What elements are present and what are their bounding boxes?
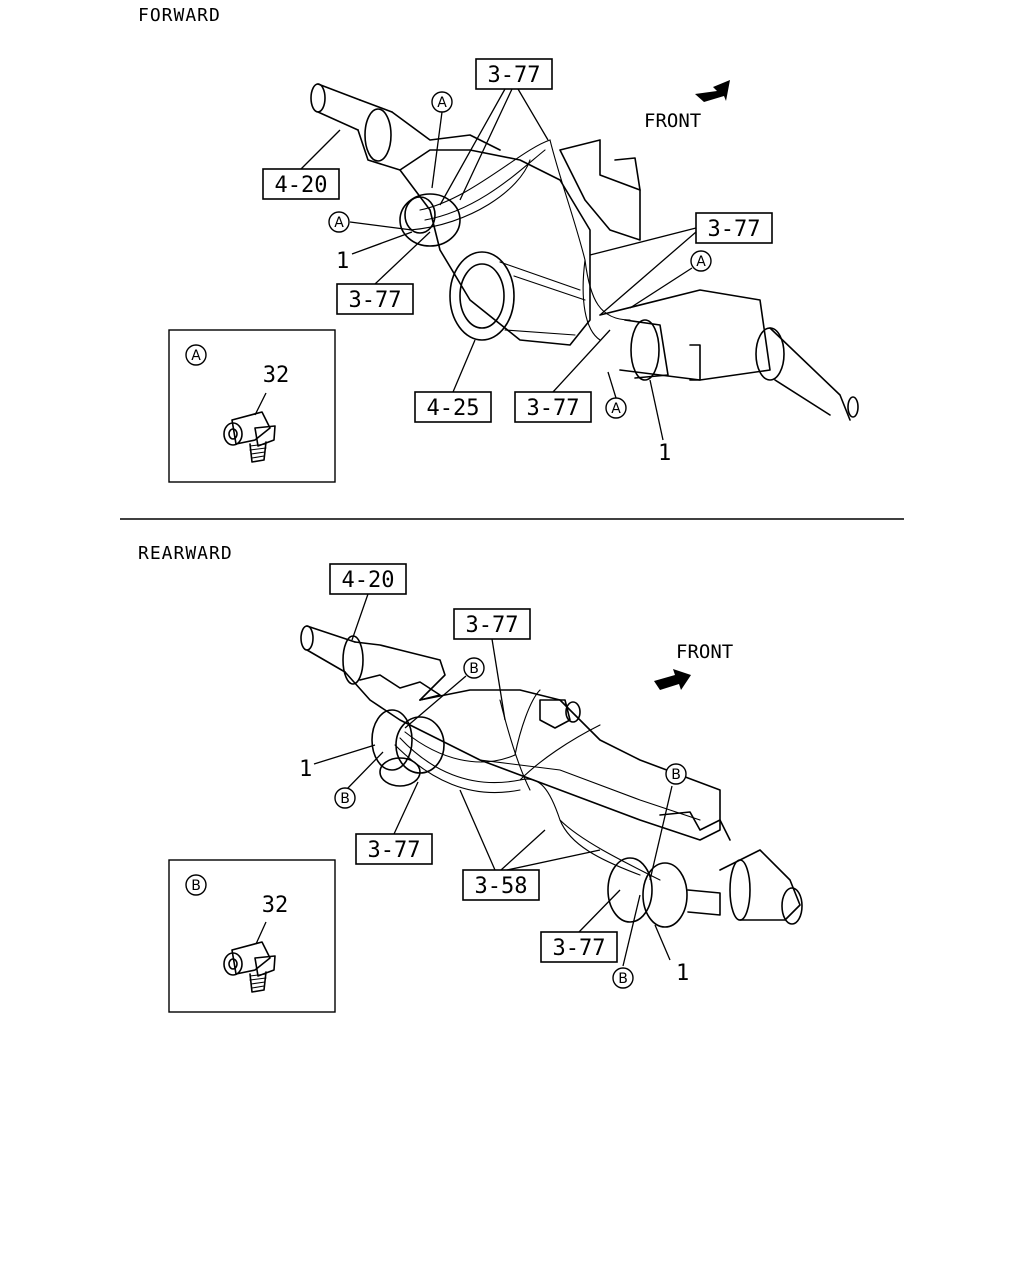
marker-a-top-2: A (328, 211, 350, 233)
callout-bot-3-77-top: 3-77 (453, 608, 531, 640)
detail-b-marker: B (191, 878, 201, 894)
section-title-forward: FORWARD (138, 5, 221, 26)
front-label-bottom: FRONT (676, 641, 733, 663)
detail-a-box: A 32 (168, 329, 336, 483)
callout-top-3-77-b: 3-77 (336, 283, 414, 315)
svg-text:3-58: 3-58 (475, 874, 528, 899)
marker-b-bot-3: B (665, 763, 687, 785)
detail-a-part-number: 32 (263, 363, 290, 388)
svg-text:B: B (469, 661, 479, 677)
callout-top-4-25: 4-25 (414, 391, 492, 423)
svg-text:A: A (696, 254, 706, 270)
callout-top-4-20: 4-20 (262, 168, 340, 200)
svg-text:B: B (340, 791, 350, 807)
marker-a-top-1: A (431, 91, 453, 113)
marker-b-bot-1: B (463, 657, 485, 679)
elbow-fitting-icon (223, 411, 276, 463)
rearward-axle-drawing (300, 625, 803, 928)
callout-bot-3-77-left: 3-77 (355, 833, 433, 865)
detail-b-part-number: 32 (262, 893, 289, 918)
front-arrow-icon-bottom (654, 669, 691, 690)
elbow-fitting-icon (223, 941, 276, 993)
callout-bot-3-58: 3-58 (462, 869, 540, 901)
detail-b-box: B 32 (168, 859, 336, 1013)
callout-bot-1-right: 1 (676, 961, 689, 986)
callout-bot-1-left: 1 (299, 757, 312, 782)
svg-text:A: A (611, 401, 621, 417)
callout-top-3-77-right: 3-77 (695, 212, 773, 244)
callout-top-3-77-c: 3-77 (514, 391, 592, 423)
marker-b-bot-2: B (334, 787, 356, 809)
svg-text:3-77: 3-77 (488, 63, 541, 88)
rearward-leader-lines (313, 593, 673, 967)
forward-leader-lines (300, 88, 697, 441)
svg-text:3-77: 3-77 (708, 217, 761, 242)
svg-text:A: A (437, 95, 447, 111)
marker-a-top-4: A (605, 397, 627, 419)
svg-text:A: A (334, 215, 344, 231)
svg-text:B: B (618, 971, 628, 987)
svg-text:B: B (671, 767, 681, 783)
svg-text:3-77: 3-77 (466, 613, 519, 638)
callout-top-1-left: 1 (336, 249, 349, 274)
svg-text:4-25: 4-25 (427, 396, 480, 421)
front-label-top: FRONT (644, 110, 701, 132)
svg-text:3-77: 3-77 (349, 288, 402, 313)
section-title-rearward: REARWARD (138, 543, 233, 564)
callout-bot-3-77-bottom: 3-77 (540, 931, 618, 963)
callout-top-3-77-a: 3-77 (475, 58, 553, 90)
marker-a-top-3: A (690, 250, 712, 272)
svg-text:3-77: 3-77 (368, 838, 421, 863)
callout-bot-4-20: 4-20 (329, 563, 407, 595)
callout-top-1-right: 1 (658, 441, 671, 466)
forward-axle-drawing (310, 83, 859, 421)
svg-text:3-77: 3-77 (553, 936, 606, 961)
svg-text:3-77: 3-77 (527, 396, 580, 421)
front-arrow-icon (695, 80, 730, 102)
svg-text:4-20: 4-20 (342, 568, 395, 593)
marker-b-bot-4: B (612, 967, 634, 989)
detail-a-marker: A (191, 348, 201, 364)
svg-text:4-20: 4-20 (275, 173, 328, 198)
